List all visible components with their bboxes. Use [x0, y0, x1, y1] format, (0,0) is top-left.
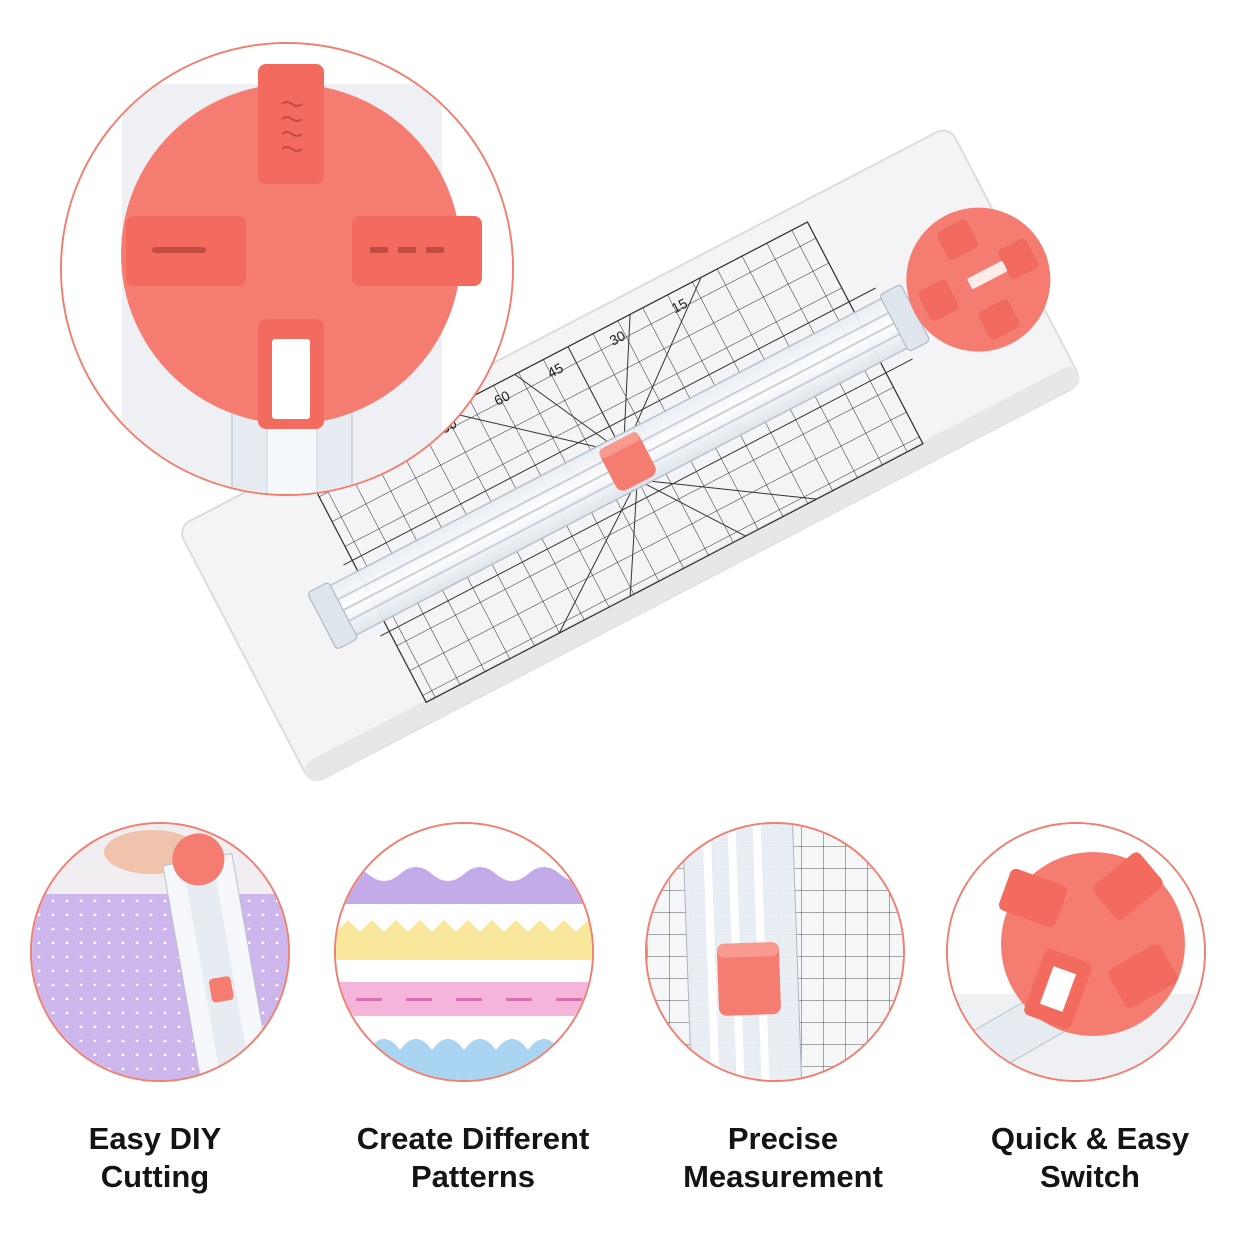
feature-label-line: Quick & Easy [990, 1121, 1190, 1156]
ruler-closeup [647, 824, 903, 1080]
feature-label-line: Patterns [410, 1159, 536, 1194]
easy-cutting-circle [30, 822, 290, 1082]
feature-label-easy-cutting: Easy DIY Cutting [15, 1120, 295, 1196]
feature-label-line: Measurement [683, 1159, 883, 1194]
feature-label-line: Switch [1040, 1159, 1140, 1194]
switch-circle [946, 822, 1206, 1082]
angle-label: 60 [491, 387, 512, 408]
cut-pattern-strips [336, 824, 592, 1080]
angle-label: 45 [545, 359, 566, 380]
blade-wheel-closeup [62, 44, 512, 494]
angle-label: 30 [607, 327, 628, 348]
angle-guides [443, 277, 817, 634]
blade-wheel [906, 207, 1051, 352]
paper-trimmer-product: 90 60 45 30 15 [181, 129, 1080, 782]
blade-wheel-zoom-circle [60, 42, 514, 496]
feature-label-line: Precise [727, 1121, 839, 1156]
feature-label-patterns: Create Different Patterns [333, 1120, 613, 1196]
feature-label-measurement: Precise Measurement [643, 1120, 923, 1196]
cutting-on-paper-photo [32, 824, 288, 1080]
patterns-circle [334, 822, 594, 1082]
angle-label: 15 [669, 295, 690, 316]
feature-label-line: Easy DIY [88, 1121, 222, 1156]
measurement-circle [645, 822, 905, 1082]
feature-label-switch: Quick & Easy Switch [950, 1120, 1230, 1196]
feature-label-line: Create Different [356, 1121, 590, 1156]
blade-wheel-switch [948, 824, 1204, 1080]
feature-label-line: Cutting [100, 1159, 210, 1194]
